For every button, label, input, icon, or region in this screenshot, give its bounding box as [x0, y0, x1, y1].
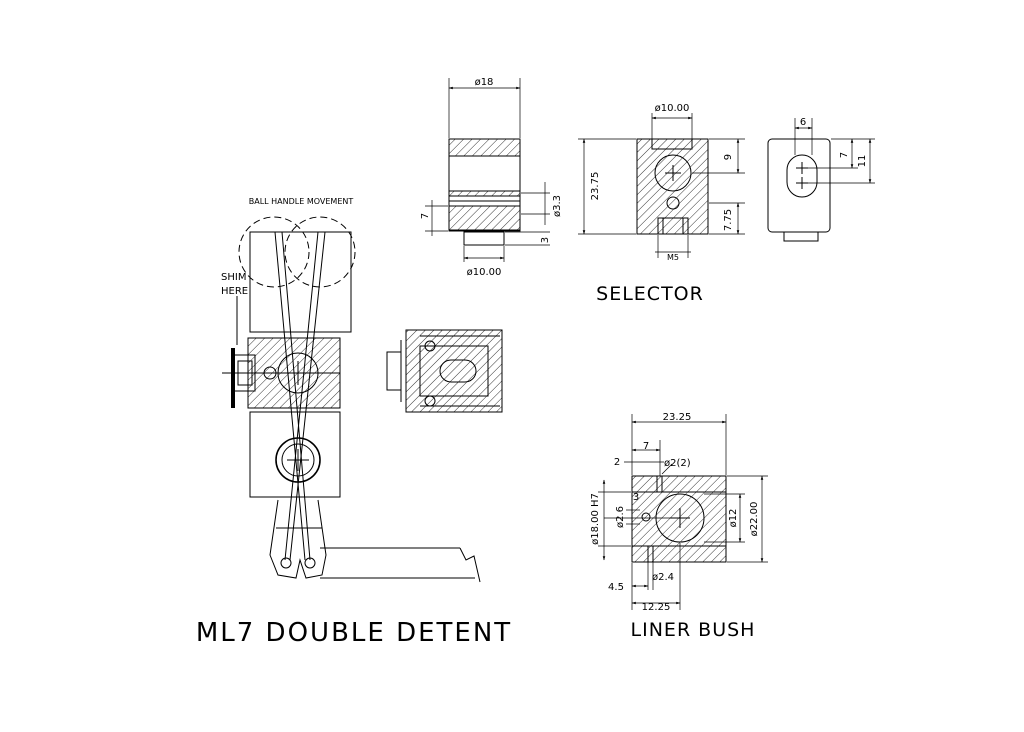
- main-title: ML7 DOUBLE DETENT: [196, 618, 512, 648]
- selector-side-dim-11: 11: [857, 155, 868, 168]
- bush-dim-outer: ø22.00: [749, 502, 760, 537]
- liner-bush-view: 23.25 7 2 ø2(2) ø18.00 H7 3 ø2.6 ø12 ø22: [590, 412, 768, 613]
- bush-dim-26: ø2.6: [615, 506, 626, 528]
- detent-part-view: ø18 ø10.00 ø3.3 3 7: [420, 77, 563, 278]
- detent-dim-3: 3: [540, 237, 551, 243]
- bush-dim-width: 23.25: [663, 412, 692, 423]
- bush-dim-7: 7: [643, 441, 649, 452]
- main-assembly-view: BALL HANDLE MOVEMENT SHIM HERE: [221, 197, 481, 583]
- detent-dim-7: 7: [420, 213, 431, 219]
- bush-dim-45: 4.5: [608, 582, 624, 593]
- detent-dim-bottom: ø10.00: [467, 267, 502, 278]
- selector-side-view: 6 7 11: [767, 117, 875, 242]
- selector-dim-top: ø10.00: [655, 103, 690, 114]
- shim-label-line2: HERE: [221, 286, 248, 297]
- liner-bush-title: LINER BUSH: [631, 619, 756, 641]
- detent-dim-right-dia: ø3.3: [552, 195, 563, 217]
- bush-dim-12: ø12: [728, 509, 739, 528]
- selector-side-dim-6: 6: [800, 117, 806, 128]
- ball-handle-label: BALL HANDLE MOVEMENT: [249, 197, 354, 206]
- bush-dim-24: ø2.4: [652, 572, 674, 583]
- selector-section-view: ø10.00 23.75 9 7.75 M5: [578, 103, 745, 262]
- selector-dim-9: 9: [723, 154, 734, 160]
- bush-dim-3: 3: [633, 492, 639, 503]
- selector-dim-height: 23.75: [590, 172, 601, 201]
- bush-dim-2: 2: [614, 457, 620, 468]
- selector-dim-775: 7.75: [723, 209, 734, 231]
- selector-side-dim-7: 7: [839, 152, 850, 158]
- selector-dim-m5: M5: [667, 253, 679, 262]
- selector-title: SELECTOR: [596, 283, 704, 305]
- bush-dim-bore: ø18.00 H7: [590, 493, 601, 545]
- bush-dim-1225: 12.25: [642, 602, 671, 613]
- shim-label-line1: SHIM: [221, 272, 246, 283]
- detent-dim-top: ø18: [475, 77, 494, 88]
- bush-dim-hole: ø2(2): [664, 458, 691, 469]
- detent-body-section: [386, 329, 503, 413]
